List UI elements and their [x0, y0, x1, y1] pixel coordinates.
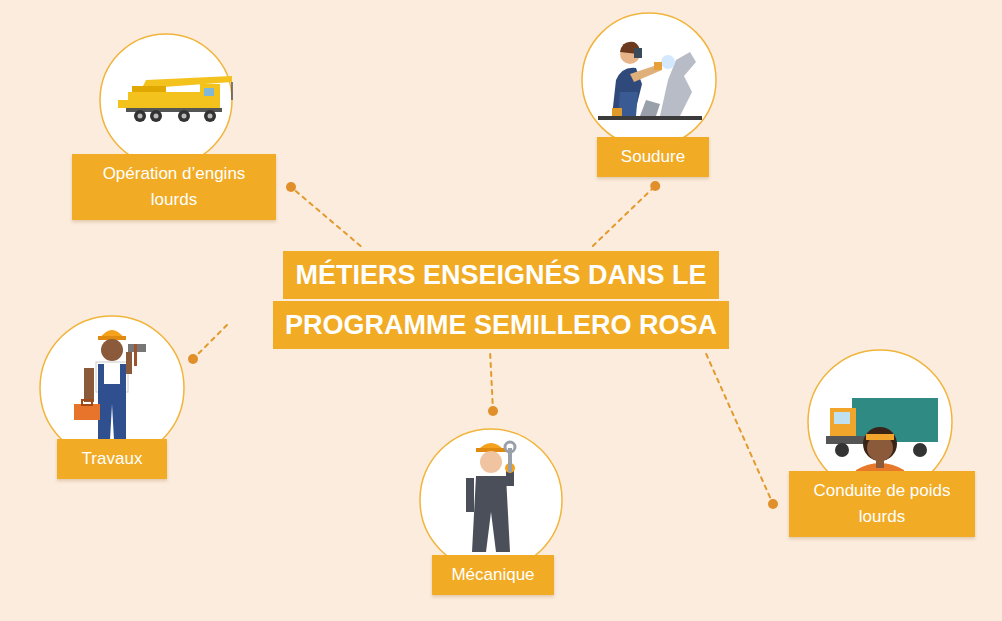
trade-label: Conduite de poids lourds: [789, 471, 975, 537]
label-text: Opération d’engins lourds: [103, 164, 246, 209]
dotted-connector: [593, 181, 660, 246]
worker-figure: [74, 330, 146, 440]
dotted-connector: [286, 182, 361, 246]
hub-text: MÉTIERS ENSEIGNÉS DANS LE PROGRAMME SEMI…: [273, 251, 729, 349]
trade-label: Travaux: [57, 439, 167, 479]
dotted-connector: [188, 325, 227, 364]
label-text: Mécanique: [451, 565, 534, 584]
dotted-connector: [488, 354, 498, 416]
mechanic-figure: [466, 442, 515, 552]
welder-figure: [598, 42, 702, 120]
trade-label: Soudure: [597, 137, 709, 177]
dotted-connector: [706, 354, 778, 509]
label-text: Conduite de poids lourds: [813, 481, 950, 526]
label-text: Soudure: [621, 147, 685, 166]
hub-title: MÉTIERS ENSEIGNÉS DANS LE PROGRAMME SEMI…: [231, 250, 771, 350]
trade-label: Opération d’engins lourds: [72, 154, 276, 220]
icon-circles: [40, 13, 952, 571]
crane-truck: [118, 76, 232, 122]
label-text: Travaux: [82, 449, 143, 468]
trade-label: Mécanique: [432, 555, 554, 595]
